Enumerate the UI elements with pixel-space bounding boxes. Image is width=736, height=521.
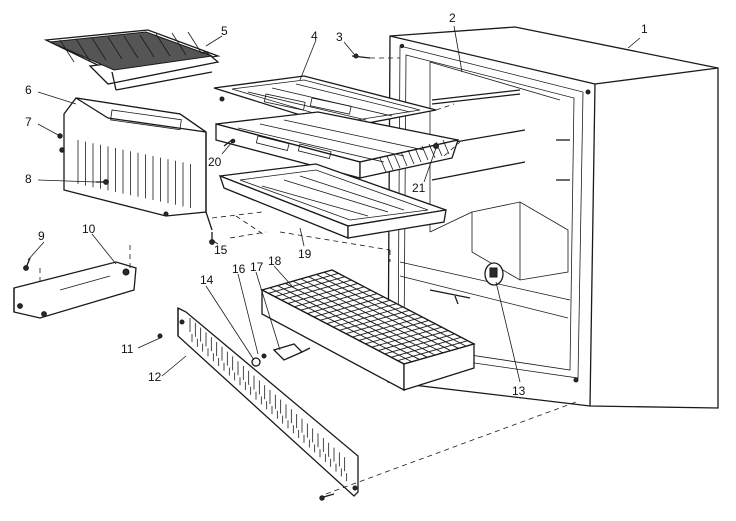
leader-lines	[27, 25, 641, 383]
callout-9: 9	[38, 229, 45, 243]
callout-8: 8	[25, 172, 32, 186]
callout-19: 19	[298, 247, 312, 261]
drip-tray	[218, 163, 447, 239]
callout-2: 2	[449, 11, 456, 25]
callout-16: 16	[232, 262, 246, 276]
callout-20: 20	[208, 155, 222, 169]
callout-18: 18	[268, 254, 282, 268]
callout-labels: 1 2 3 4 5 6 7 8 9 10 11 12 13 14 15 16 1…	[25, 11, 648, 398]
callout-6: 6	[25, 83, 32, 97]
callout-12: 12	[148, 370, 162, 384]
callout-13: 13	[512, 384, 526, 398]
assembly-lines	[39, 57, 577, 495]
callout-10: 10	[82, 222, 96, 236]
callout-17: 17	[250, 260, 264, 274]
callout-15: 15	[214, 243, 228, 257]
callout-21: 21	[412, 181, 426, 195]
control-housing	[63, 97, 213, 231]
callout-4: 4	[311, 29, 318, 43]
bracket	[13, 261, 137, 319]
callout-14: 14	[200, 273, 214, 287]
callout-5: 5	[221, 24, 228, 38]
callout-1: 1	[641, 22, 648, 36]
wire-shelf	[260, 269, 476, 392]
kick-plate-grille	[177, 306, 359, 497]
evaporator-assembly	[215, 111, 459, 179]
callout-7: 7	[25, 115, 32, 129]
ice-trays	[43, 29, 221, 91]
cabinet	[387, 26, 719, 409]
callout-3: 3	[336, 30, 343, 44]
callout-11: 11	[121, 342, 134, 356]
